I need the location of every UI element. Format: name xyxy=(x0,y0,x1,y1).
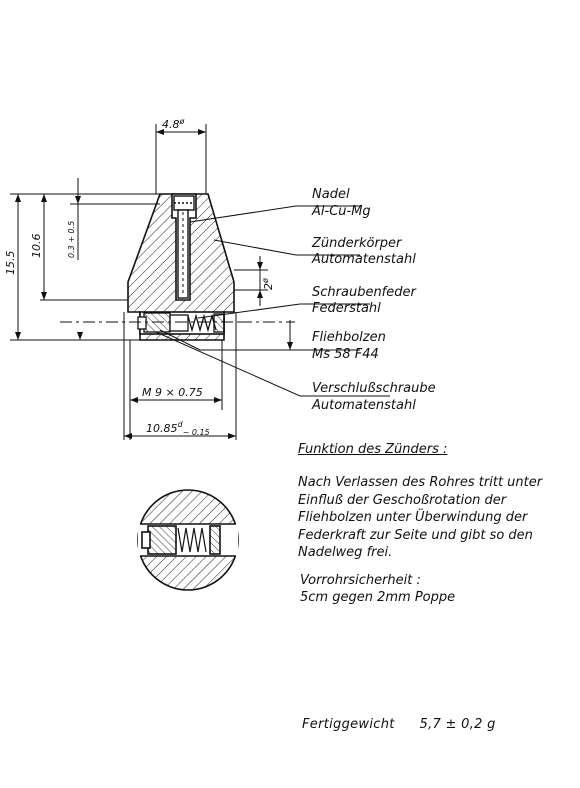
finished-weight: Fertiggewicht 5,7 ± 0,2 g xyxy=(302,717,496,732)
label-schraubenfeder-material: Federstahl xyxy=(312,301,381,316)
weight-label: Fertiggewicht xyxy=(302,717,395,732)
function-description: Nach Verlassen des Rohres tritt unter Ei… xyxy=(298,475,543,560)
safety-title: Vorrohrsicherheit : xyxy=(300,573,421,588)
label-verschluss-name: Verschlußschraube xyxy=(312,381,436,396)
label-zuenderkoerper-material: Automatenstahl xyxy=(311,252,416,267)
safety-value: 5cm gegen 2mm Poppe xyxy=(300,590,456,605)
function-heading: Funktion des Zünders : xyxy=(298,442,448,457)
dim-height-total: 15.5 xyxy=(4,251,17,276)
label-nadel-material: Al-Cu-Mg xyxy=(311,204,371,219)
needle-part xyxy=(173,195,195,299)
label-schraubenfeder-name: Schraubenfeder xyxy=(312,285,418,300)
leader-lines xyxy=(155,205,390,397)
dim-height-upper: 10.6 xyxy=(30,234,43,259)
dim-gap: 0.3 + 0.5 xyxy=(67,221,76,258)
weight-value: 5,7 ± 0,2 g xyxy=(419,717,496,732)
label-fliehbolzen-material: Ms 58 F44 xyxy=(312,347,379,362)
dim-top-width: 4.8ø xyxy=(162,117,185,131)
dim-base-width: 10.85d− 0.15 xyxy=(146,420,210,437)
cross-section-view xyxy=(137,489,239,591)
label-zuenderkoerper-name: Zünderkörper xyxy=(311,236,403,251)
dim-bore: 2ø xyxy=(261,278,275,290)
dimension-lines xyxy=(10,124,295,440)
dim-thread: M 9 × 0.75 xyxy=(142,386,203,399)
label-nadel-name: Nadel xyxy=(312,187,350,202)
label-verschluss-material: Automatenstahl xyxy=(311,398,416,413)
label-fliehbolzen-name: Fliehbolzen xyxy=(312,330,386,345)
dimension-arrows xyxy=(15,129,293,439)
